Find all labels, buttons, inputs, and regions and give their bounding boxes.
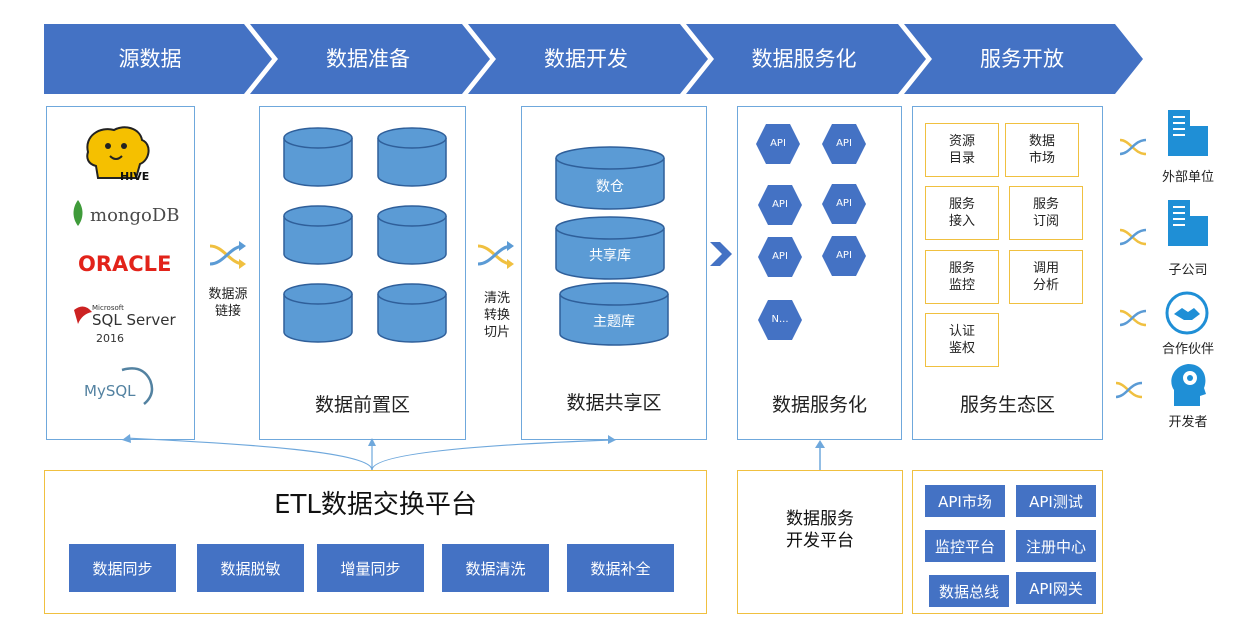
mysql-text: MySQL xyxy=(84,382,136,400)
api-hexagons xyxy=(756,124,866,340)
api-hex xyxy=(758,185,802,225)
dev-platform-title: 数据服务 开发平台 xyxy=(786,509,854,551)
platform-button: 数据总线 xyxy=(929,575,1009,607)
etl-feedback-lines xyxy=(122,434,616,471)
eco-item: 调用 分析 xyxy=(1009,250,1083,304)
share-databases xyxy=(555,146,669,346)
database-icon xyxy=(283,283,353,343)
mongodb-logo: mongoDB xyxy=(73,200,180,226)
api-node-label: API xyxy=(772,199,788,210)
shuffle-icon xyxy=(1119,138,1147,156)
chevron-shape xyxy=(250,24,490,94)
shuffle-icon xyxy=(1119,309,1147,327)
api-hex xyxy=(758,237,802,277)
platform-button: API网关 xyxy=(1016,572,1096,604)
api-node-label: API xyxy=(836,250,852,261)
etl-button: 数据同步 xyxy=(69,544,176,592)
consumer-label: 合作伙伴 xyxy=(1161,342,1214,357)
api-node-label: API xyxy=(772,251,788,262)
dev-platform-panel xyxy=(737,470,903,614)
eco-item: 服务 接入 xyxy=(925,186,999,240)
etl-button: 数据清洗 xyxy=(442,544,549,592)
api-node-label: API xyxy=(836,198,852,209)
prep-databases xyxy=(283,127,447,343)
eco-item: 资源 目录 xyxy=(925,123,999,177)
topic-db-label: 主题库 xyxy=(593,314,635,330)
source-link-label: 数据源 链接 xyxy=(208,287,248,319)
etl-platform-title: ETL数据交换平台 xyxy=(274,490,477,520)
hive-logo: HIVE xyxy=(86,126,150,183)
api-hex xyxy=(758,300,802,340)
stage-servitize: 数据服务化 xyxy=(751,47,857,71)
database-icon xyxy=(559,282,669,346)
etl-button: 数据补全 xyxy=(567,544,674,592)
etl-button: 增量同步 xyxy=(317,544,424,592)
stage-develop: 数据开发 xyxy=(544,47,628,71)
oracle-logo: ORACLE xyxy=(78,252,171,276)
api-node-label: API xyxy=(836,138,852,149)
warehouse-label: 数仓 xyxy=(596,179,624,195)
platform-button: 监控平台 xyxy=(925,530,1005,562)
prep-zone-title: 数据前置区 xyxy=(314,394,410,416)
api-hex xyxy=(822,236,866,276)
share-zone-title: 数据共享区 xyxy=(566,392,662,414)
stage-prepare: 数据准备 xyxy=(326,47,410,71)
platform-button: API市场 xyxy=(925,485,1005,517)
service-panel xyxy=(737,106,902,440)
database-icon xyxy=(283,205,353,265)
database-icon xyxy=(555,216,665,280)
building-icon xyxy=(1168,110,1208,156)
consumer-label: 子公司 xyxy=(1168,263,1208,278)
service-zone-title: 数据服务化 xyxy=(771,394,867,416)
oracle-text: ORACLE xyxy=(78,252,171,276)
platform-button: 注册中心 xyxy=(1016,530,1096,562)
platform-button: API测试 xyxy=(1016,485,1096,517)
clean-transform-label: 清洗 转换 切片 xyxy=(483,291,510,340)
mysql-logo: MySQL xyxy=(84,367,154,405)
chevron-shape xyxy=(468,24,708,94)
api-hex xyxy=(822,124,866,164)
svg-text:Microsoft: Microsoft xyxy=(92,304,124,312)
chevron-right-icon xyxy=(710,242,732,266)
chevron-shape xyxy=(44,24,272,94)
database-icon xyxy=(377,283,447,343)
eco-panel xyxy=(912,106,1103,440)
api-hex xyxy=(822,184,866,224)
hive-text: HIVE xyxy=(120,170,149,183)
shuffle-icon xyxy=(1119,228,1147,246)
database-icon xyxy=(283,127,353,187)
eco-item: 服务 监控 xyxy=(925,250,999,304)
eco-zone-title: 服务生态区 xyxy=(959,394,1055,416)
database-icon xyxy=(377,127,447,187)
chevron-shape xyxy=(686,24,926,94)
stage-open: 服务开放 xyxy=(980,47,1064,71)
api-node-label: N... xyxy=(771,314,789,325)
api-node-label: API xyxy=(770,138,786,149)
stage-chevron-bar xyxy=(44,24,1143,94)
database-icon xyxy=(377,205,447,265)
eco-item: 服务 订阅 xyxy=(1009,186,1083,240)
shuffle-icon xyxy=(209,241,246,269)
shuffle-icon xyxy=(1115,381,1143,399)
shared-db-label: 共享库 xyxy=(589,248,631,264)
database-icon xyxy=(555,146,665,210)
up-arrow-line xyxy=(815,440,825,470)
eco-item: 数据 市场 xyxy=(1005,123,1079,177)
chevron-shape xyxy=(904,24,1143,94)
mongodb-text: mongoDB xyxy=(90,205,180,226)
building-icon xyxy=(1168,200,1208,246)
sqlserver-version: 2016 xyxy=(96,332,124,345)
consumer-label: 开发者 xyxy=(1168,415,1208,430)
sqlserver-text: SQL Server xyxy=(92,311,176,329)
shuffle-icon xyxy=(477,241,514,269)
sqlserver-logo: Microsoft SQL Server 2016 xyxy=(74,304,176,345)
stage-source: 源数据 xyxy=(118,47,182,71)
developer-icon xyxy=(1171,364,1206,406)
handshake-icon xyxy=(1165,291,1209,335)
consumer-label: 外部单位 xyxy=(1161,170,1214,185)
etl-button: 数据脱敏 xyxy=(197,544,304,592)
eco-item: 认证 鉴权 xyxy=(925,313,999,367)
api-hex xyxy=(756,124,800,164)
